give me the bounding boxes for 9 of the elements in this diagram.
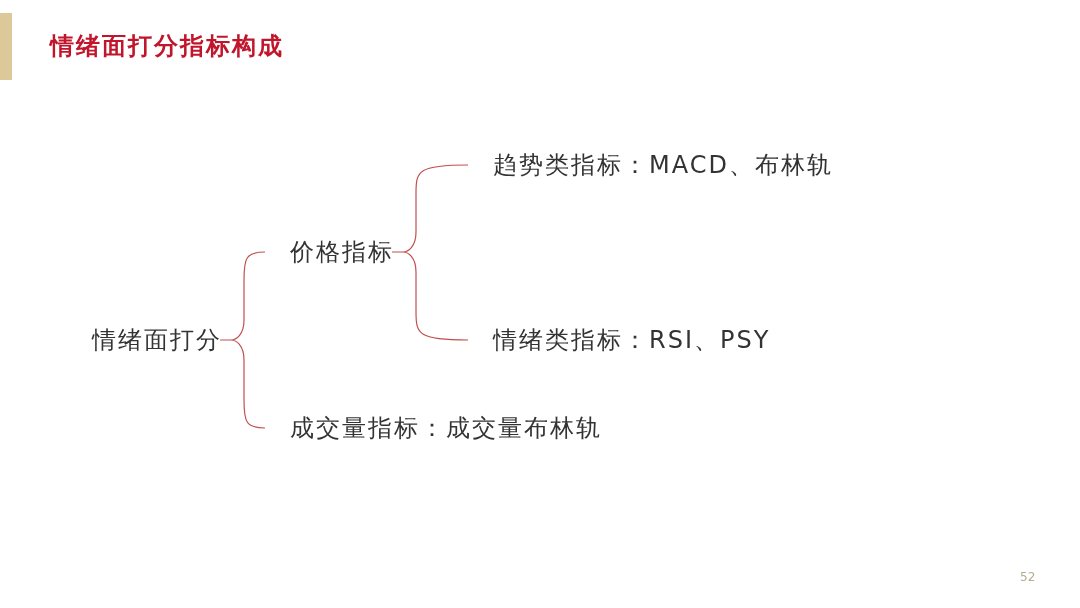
tree-label: 趋势类指标：MACD、布林轨 xyxy=(493,149,841,181)
page-number: 52 xyxy=(1020,570,1036,584)
slide-title: 情绪面打分指标构成 xyxy=(50,31,284,62)
tree-label: 情绪面打分 xyxy=(92,324,230,356)
curly-brace xyxy=(219,251,266,429)
curly-brace xyxy=(391,164,469,341)
tree-label: 成交量指标：成交量布林轨 xyxy=(290,412,610,444)
tree-label: 情绪类指标：RSI、PSY xyxy=(493,324,779,356)
tree-label: 价格指标 xyxy=(290,236,402,268)
